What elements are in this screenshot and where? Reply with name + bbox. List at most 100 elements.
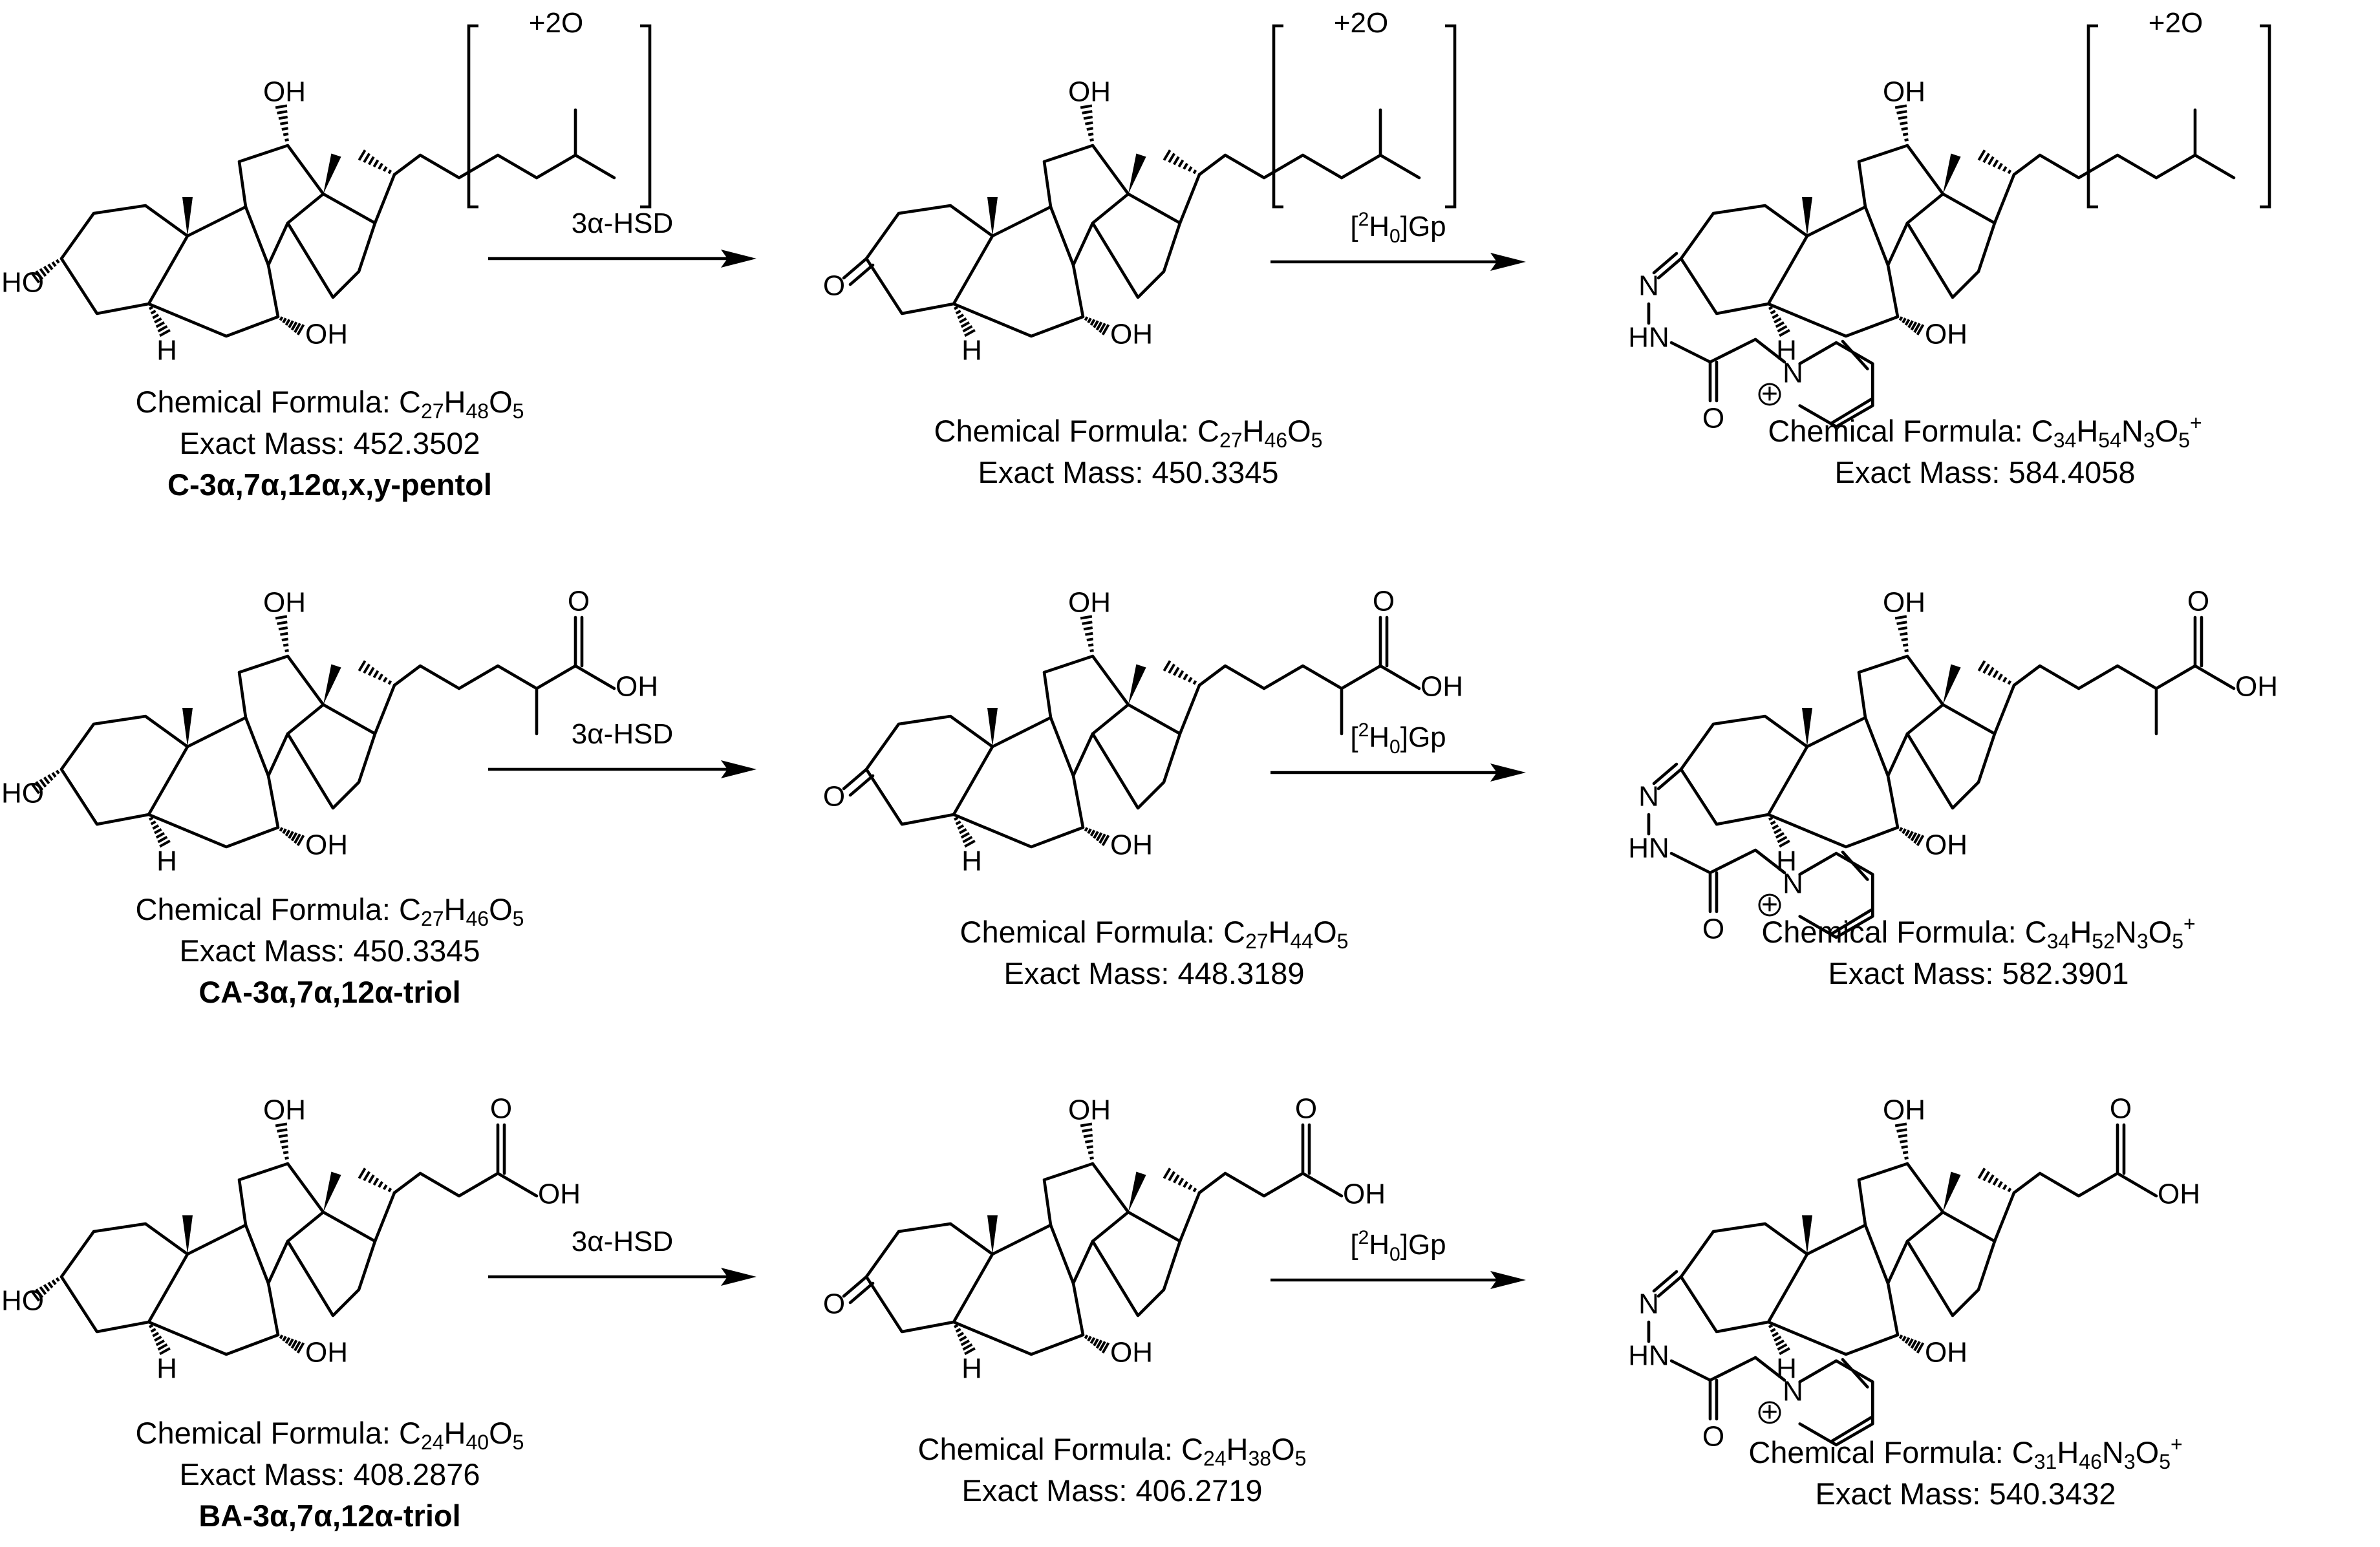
hash-stroke [1770,820,1776,826]
hash-stroke [1101,835,1110,846]
hash-stroke [1177,1177,1185,1186]
side-chain-terminal [1340,153,1421,180]
ring-b [1766,716,1900,849]
formula-count: 54 [2098,429,2121,452]
hash-stroke [277,621,288,625]
formula-element: H [444,1416,466,1450]
ring-c [1857,144,1945,267]
methyl-c19 [182,197,193,236]
arrow-head [721,760,756,778]
hash-stroke [43,266,50,274]
arrow-label-sup: 2 [1358,209,1369,230]
bracket-label: +2O [529,7,583,39]
hash-stroke [279,316,284,321]
hash-stroke [47,1281,54,1289]
co-o-label: O [1702,913,1724,945]
side-chain [1197,153,1344,180]
formula-count: 52 [2092,930,2115,953]
formula-count: 5 [1311,429,1323,452]
formula-count: 3 [2136,930,2149,953]
hash-stroke [1080,104,1093,109]
hash-stroke [1904,319,1911,326]
hash-stroke [1080,1122,1093,1127]
c3-carbonyl [842,1275,868,1298]
hash-stroke [155,321,165,328]
positive-charge-circle [1758,893,1781,917]
hash-stroke [39,1286,47,1296]
arrow-label-sub: 0 [1389,226,1400,247]
methyl-c18 [1943,153,1961,194]
oh-7-bond [1898,1334,1925,1354]
hash-stroke [1987,1174,1995,1184]
hash-stroke [290,321,298,331]
oh-3-bond [31,769,60,795]
formula-element: O [489,385,513,419]
hash-stroke [1086,1145,1093,1149]
hash-stroke [1977,149,1986,161]
hash-stroke [962,835,973,844]
hash-stroke [1977,1168,1986,1179]
hash-stroke [387,169,392,175]
arrow-label-sub: 0 [1389,736,1400,758]
arrow-label-sub: 0 [1389,1244,1400,1265]
formula-charge: + [2183,912,2196,935]
compound-name: CA-3α,7α,12α-triol [198,975,461,1009]
hash-stroke [1099,1341,1106,1352]
formula-element: H [1226,1432,1249,1466]
hash-stroke [382,1184,388,1190]
hash-stroke [281,1145,288,1149]
hash-stroke [1163,149,1172,161]
arrow-label-prefix: [ [1350,1229,1358,1261]
carboxyl-o-label: O [490,1093,512,1125]
arrow-label-suffix: ]Gp [1400,211,1446,242]
hash-stroke [1894,104,1907,109]
hash-stroke [150,1328,156,1333]
formula-count: 31 [2033,1450,2057,1473]
hash-stroke [1997,673,2003,681]
formula-count: 3 [2123,1450,2136,1473]
hash-stroke [1168,663,1175,674]
exact-mass: Exact Mass: 584.4058 [1834,455,2136,489]
hash-stroke [154,1336,162,1342]
formula-count: 5 [2159,1450,2171,1473]
hash-stroke [372,670,380,679]
arrow-label-mid: H [1369,721,1389,753]
formula-count: 24 [1203,1447,1227,1470]
hash-stroke [953,1324,959,1328]
hash-stroke [1101,324,1110,336]
hash-stroke [278,116,288,120]
ring-a [59,204,189,315]
hash-stroke [43,776,50,785]
hash-stroke [1779,839,1790,848]
formula-count: 24 [420,1431,444,1454]
hash-stroke [957,314,965,319]
hash-stroke [1902,1336,1907,1342]
hash-stroke [280,121,288,125]
hash-stroke [283,1151,289,1155]
hash-stroke [296,835,305,846]
bond-c17-c20 [1178,683,1201,736]
oh-7-bond [1898,316,1925,336]
positive-charge-symbol: + [1761,378,1778,410]
carboxyl-oh-bond [496,1171,539,1198]
hash-stroke [51,261,57,267]
formula-element: H [1242,414,1265,448]
h-5beta-label: H [1776,1353,1797,1385]
methyl-c19 [182,708,193,747]
methyl-c21 [1977,660,2012,685]
hash-stroke [1910,321,1918,331]
hash-stroke [1172,156,1180,165]
arrow-label-suffix: ]Gp [1400,1229,1446,1261]
formula-element: N [2121,414,2143,448]
hash-stroke [1894,1122,1907,1127]
hash-stroke [1898,116,1908,120]
hash-stroke [35,781,44,791]
hash-stroke [1085,632,1093,636]
methyl-c19 [1802,708,1812,747]
formula-prefix: Chemical Formula: [960,915,1223,949]
hash-stroke [378,1180,383,1188]
hash-stroke [1982,663,1990,674]
